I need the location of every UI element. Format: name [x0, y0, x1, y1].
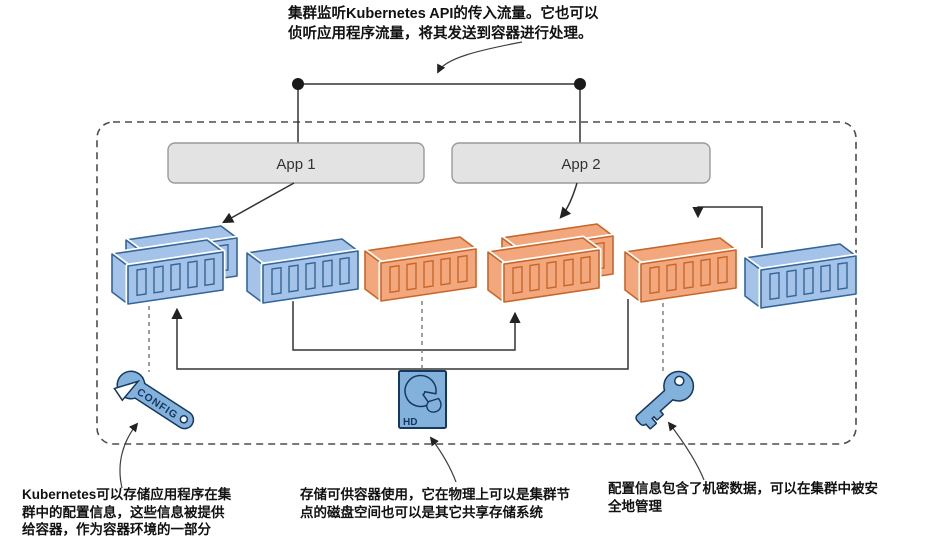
- container-group-3: [365, 237, 476, 301]
- annotation-line: Kubernetes可以存储应用程序在集: [22, 487, 232, 502]
- annotation-line: 配置信息包含了机密数据，可以在集群中被安: [608, 481, 878, 496]
- container-icon: [488, 238, 599, 302]
- annotation-config: Kubernetes可以存储应用程序在集 群中的配置信息，这些信息被提供 给容器…: [22, 486, 231, 539]
- arrow-storage-annotation: [429, 436, 457, 483]
- annotation-line: 点的磁盘空间也可以是其它共享存储系统: [300, 504, 543, 520]
- annotation-line: 群中的配置信息，这些信息被提供: [22, 504, 225, 520]
- container-icon: [365, 237, 476, 301]
- container-icon: [745, 244, 856, 308]
- container-icon: [112, 240, 223, 304]
- container-group-4: [488, 224, 613, 302]
- container-group-5: [625, 238, 736, 302]
- harddisk-label: HD: [403, 417, 417, 428]
- arrow-ingress-annotation: [437, 41, 523, 74]
- annotation-line: 存储可供容器使用，它在物理上可以是集群节: [300, 487, 570, 502]
- annotation-line: 给容器，作为容器环境的一部分: [22, 522, 211, 537]
- annotation-ingress: 集群监听Kubernetes API的传入流量。它也可以 侦听应用程序流量，将其…: [288, 4, 598, 44]
- container-group-2: [247, 239, 358, 303]
- connector-storage-bus: [171, 299, 629, 370]
- container-icon: [247, 239, 358, 303]
- connector-group6-to-group5: [692, 206, 763, 248]
- connector-group2-to-group4: [292, 299, 521, 351]
- annotation-line: 集群监听Kubernetes API的传入流量。它也可以: [288, 6, 599, 22]
- ingress-node-dot-right: [574, 78, 586, 90]
- app2-node: App 2: [451, 142, 711, 184]
- harddisk-icon: HD: [398, 370, 447, 429]
- app2-label: App 2: [561, 156, 600, 173]
- app1-node: App 1: [167, 142, 425, 184]
- annotation-line: 全地管理: [608, 498, 662, 514]
- secret-key-icon: [635, 370, 695, 430]
- arrow-secrets-annotation: [667, 421, 705, 481]
- annotation-storage: 存储可供容器使用，它在物理上可以是集群节 点的磁盘空间也可以是其它共享存储系统: [300, 486, 570, 521]
- arrow-app1-to-containers: [222, 182, 295, 224]
- container-icon: [625, 238, 736, 302]
- annotation-secrets: 配置信息包含了机密数据，可以在集群中被安 全地管理: [608, 480, 878, 515]
- ingress-node-dot-left: [292, 78, 304, 90]
- cluster-boundary: [96, 121, 857, 445]
- arrow-config-annotation: [119, 422, 139, 489]
- config-wrench-icon: CONFIG: [113, 370, 195, 430]
- ingress-line: [297, 83, 581, 143]
- arrow-app2-to-containers: [559, 182, 578, 219]
- container-group-6: [745, 244, 856, 308]
- app1-label: App 1: [276, 156, 315, 173]
- container-group-1: [112, 226, 237, 304]
- annotation-line: 侦听应用程序流量，将其发送到容器进行处理。: [288, 26, 593, 42]
